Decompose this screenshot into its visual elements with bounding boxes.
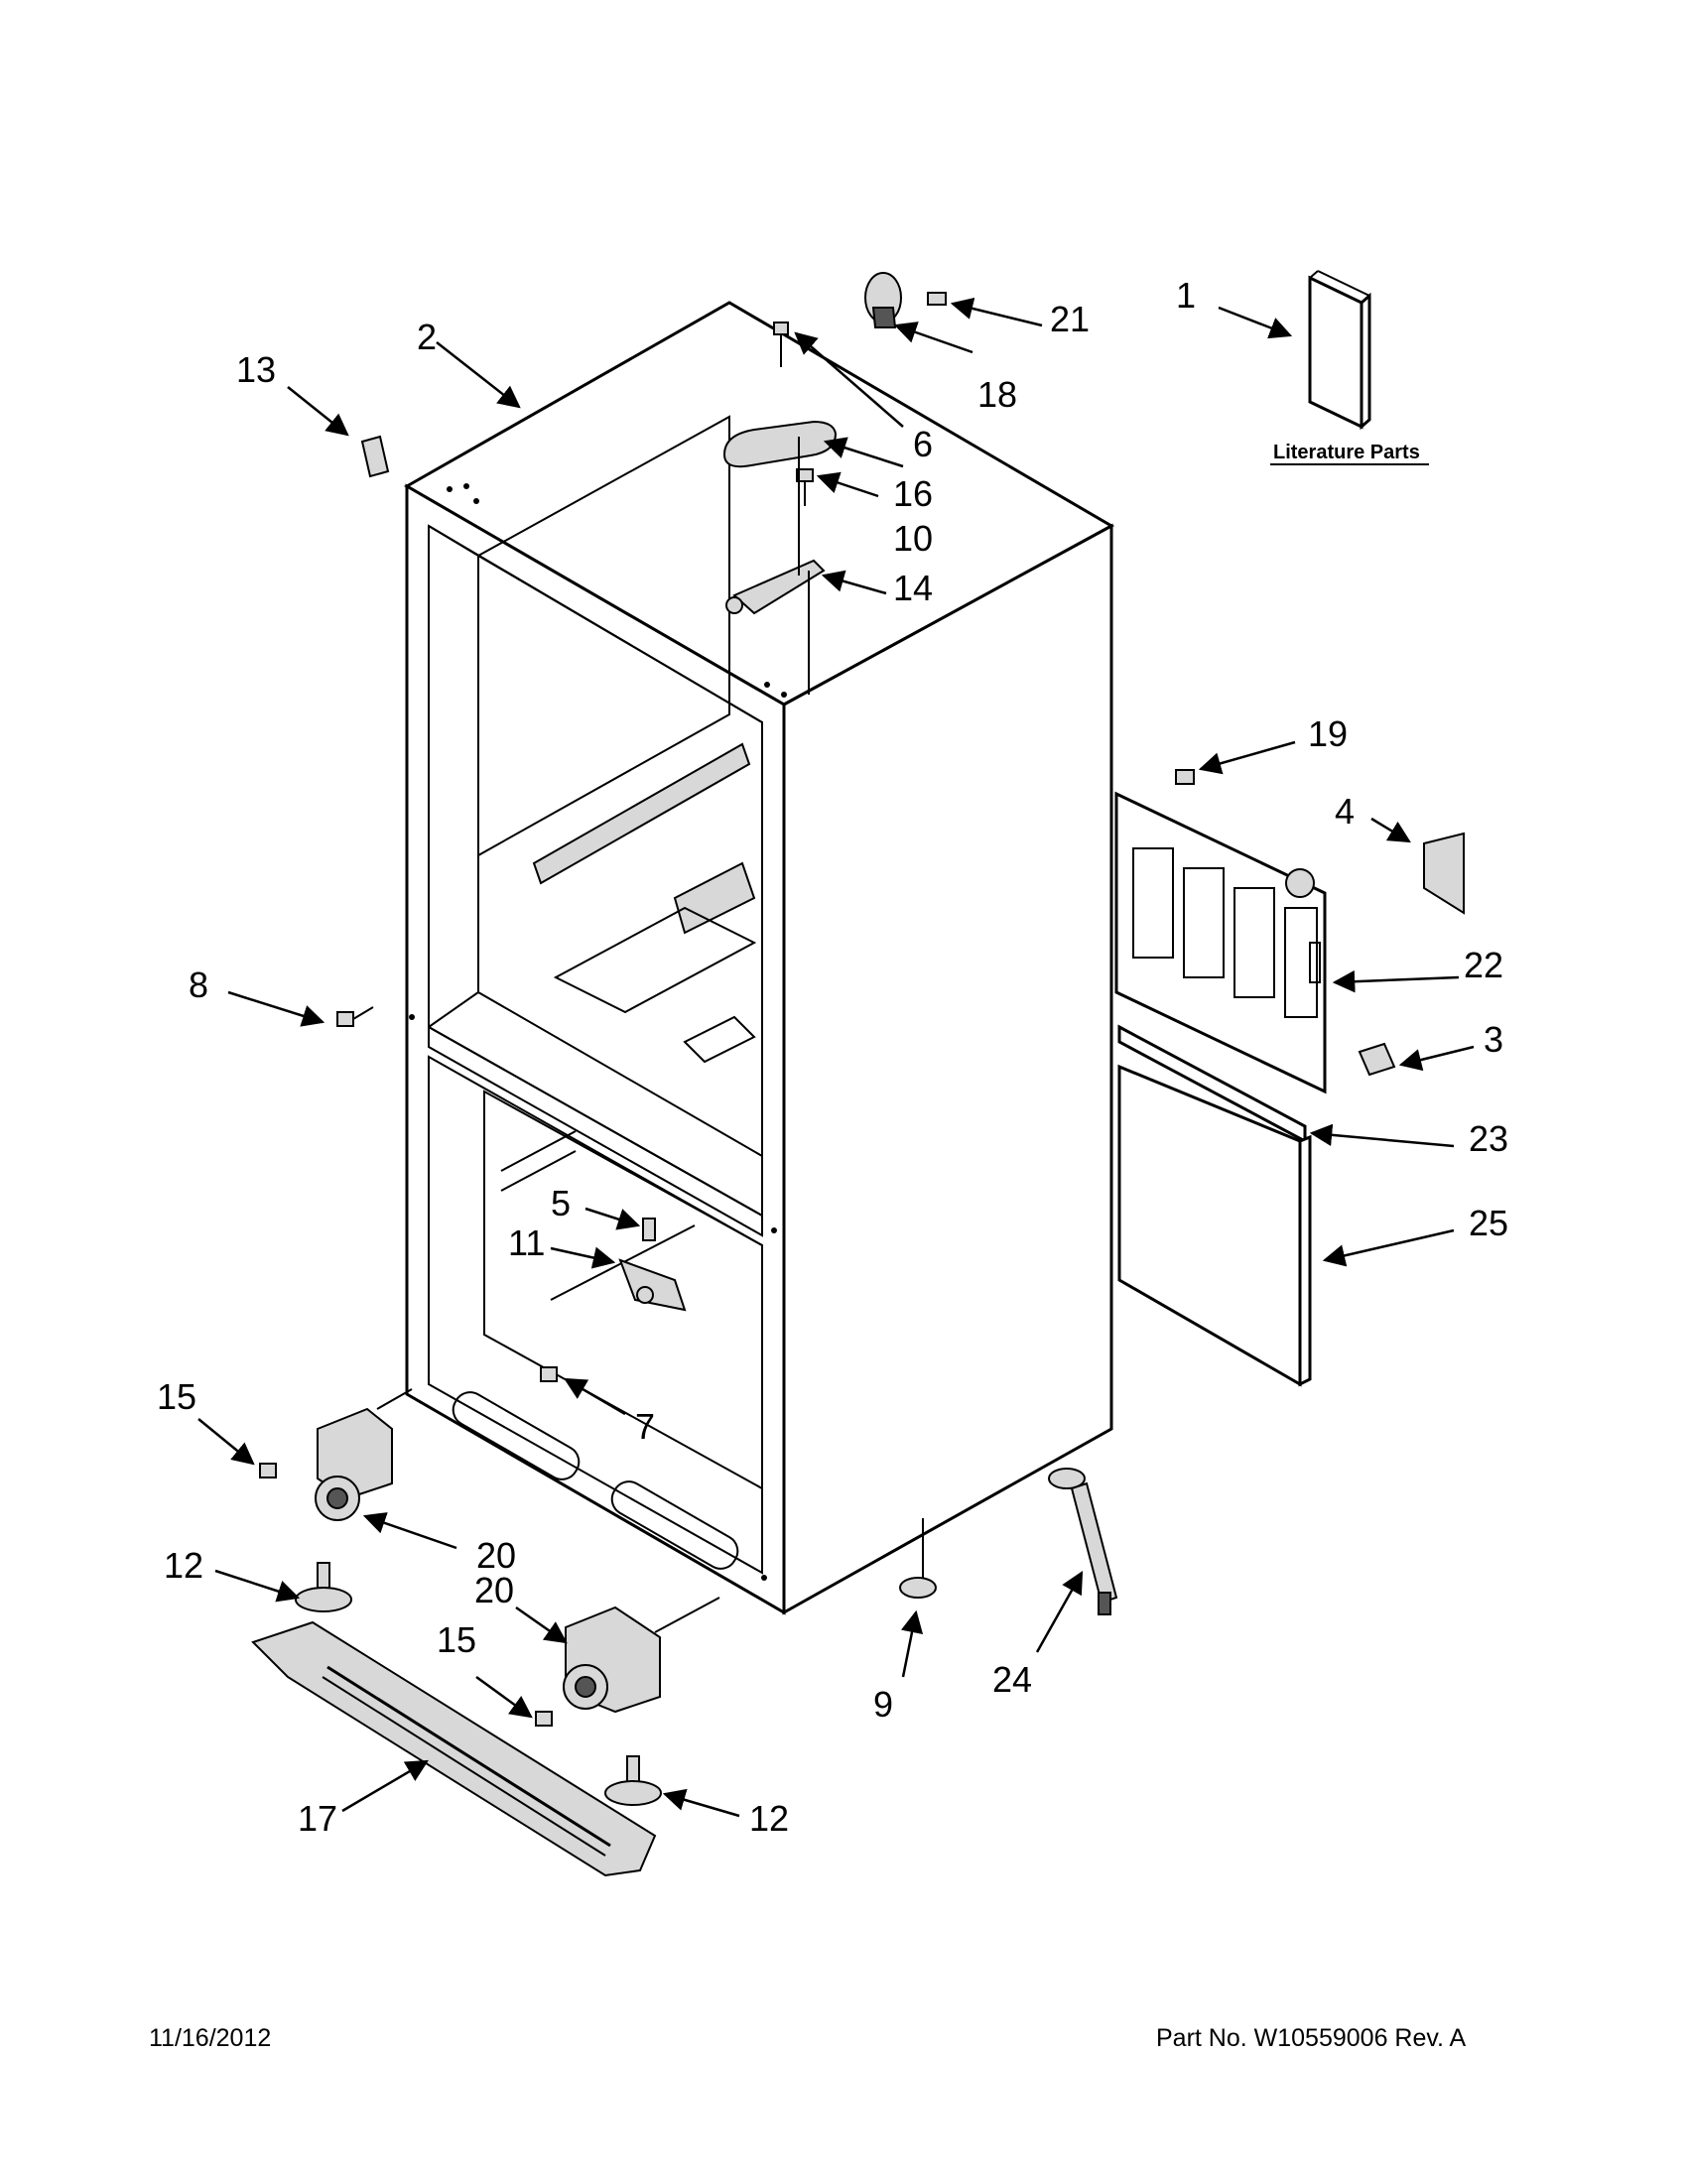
callout-20a: 20 [476,1535,516,1576]
foot-9 [899,1518,937,1599]
literature-parts-booklet [1308,270,1371,431]
screw-8 [336,1006,374,1027]
callout-13: 13 [236,349,276,390]
callout-24: 24 [992,1659,1032,1700]
callout-17: 17 [298,1798,337,1839]
front-roller-left [315,1388,413,1521]
literature-parts-label: Literature Parts [1273,442,1420,463]
leveling-leg-12-right [604,1755,662,1806]
callout-18: 18 [977,374,1017,415]
screw-15-left [259,1463,277,1478]
refrigerator-cabinet [403,301,1115,1615]
panel-25 [1117,1064,1312,1387]
callout-7: 7 [635,1406,655,1447]
callout-5: 5 [551,1183,571,1223]
screw-21 [927,292,947,306]
front-roller-right [563,1597,720,1714]
base-grille-17 [251,1620,657,1877]
callout-25: 25 [1469,1203,1508,1243]
callout-16: 16 [893,473,933,514]
screw-15-right [535,1711,553,1727]
leveling-leg-12-left [295,1562,352,1612]
top-hinge-cover [722,420,838,468]
callout-12a: 12 [164,1545,203,1586]
callout-20b: 20 [474,1570,514,1610]
screw-19 [1175,769,1195,785]
screw-5 [642,1218,656,1241]
callout-1: 1 [1176,275,1196,316]
door-stop-18 [864,272,902,328]
leveling-wrench-24 [1048,1468,1118,1615]
callout-4: 4 [1335,791,1355,832]
screw-7 [540,1366,558,1382]
callout-9: 9 [873,1684,893,1725]
footer-date: 11/16/2012 [149,2024,271,2052]
callout-3: 3 [1484,1019,1503,1060]
callout-21: 21 [1050,299,1090,339]
callout-6: 6 [913,424,933,464]
callout-8: 8 [189,964,208,1005]
callout-14: 14 [893,568,933,608]
callout-12b: 12 [749,1798,789,1839]
callout-2: 2 [417,317,437,357]
grille-clip-4 [1423,832,1465,915]
callout-11: 11 [508,1222,545,1263]
callout-labels: 1 2 3 4 5 6 7 8 9 10 11 12 12 13 14 15 1… [157,275,1508,1839]
callout-15a: 15 [157,1376,196,1417]
footer-part-number: Part No. W10559006 Rev. A [1156,2024,1467,2052]
callout-23: 23 [1469,1118,1508,1159]
hinge-screw-6 [773,321,789,367]
callout-10: 10 [893,518,933,559]
vent-grille-22 [1114,791,1327,1094]
callout-22: 22 [1464,945,1503,985]
leader-arrows [197,297,1475,1818]
top-hinge-plate [725,437,826,695]
clip-13 [360,435,390,478]
bracket-11 [618,1258,687,1312]
hinge-screw-16 [796,468,814,506]
clip-3 [1358,1042,1396,1077]
callout-19: 19 [1308,713,1348,754]
callout-15b: 15 [437,1619,476,1660]
